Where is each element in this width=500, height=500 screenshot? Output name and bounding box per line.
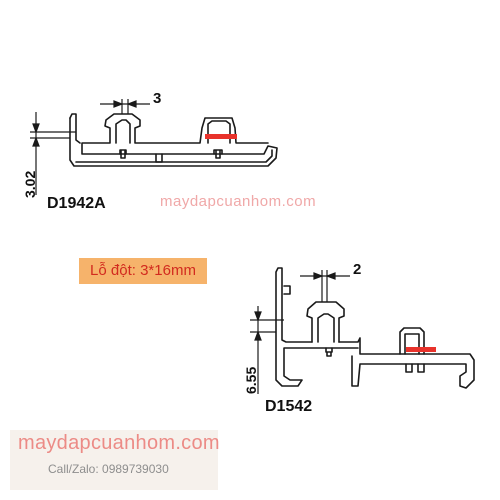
profile-d1942a-left-leg xyxy=(69,113,81,144)
brand-contact: Call/Zalo: 0989739030 xyxy=(48,462,169,476)
punch-size-badge: Lỗ đột: 3*16mm xyxy=(79,258,207,284)
profile-d1942a-inner-wall xyxy=(75,149,273,163)
punch-mark-d1942a xyxy=(205,134,237,139)
profile-d1942a xyxy=(69,113,278,167)
dimension-height-d1542 xyxy=(250,306,284,394)
dimension-width-label-d1542: 2 xyxy=(353,261,361,278)
profile-d1542-clip xyxy=(306,301,345,343)
profile-code-d1942a: D1942A xyxy=(47,195,106,212)
brand-name: maydapcuanhom.com xyxy=(18,432,220,454)
profile-d1542-rib-2 xyxy=(405,363,425,373)
profile-d1542-rib-1 xyxy=(325,347,333,357)
profile-d1542 xyxy=(275,267,475,389)
profile-d1942a-left-clip xyxy=(115,119,131,144)
profile-d1942a-outline xyxy=(69,113,278,167)
dimension-width-label-d1942a: 3 xyxy=(153,90,161,107)
profile-code-d1542: D1542 xyxy=(265,398,312,415)
profile-d1942a-right-rib xyxy=(213,149,223,159)
dimension-width-d1542 xyxy=(300,270,350,302)
dimension-width-d1942a xyxy=(100,99,150,114)
profile-d1942a-rib-1 xyxy=(119,149,127,159)
profile-d1542-mid-wall xyxy=(338,337,475,389)
watermark-text: maydapcuanhom.com xyxy=(160,193,317,210)
profile-d1542-top-tab xyxy=(283,285,291,295)
dimension-height-label-d1542: 6.55 xyxy=(243,367,259,394)
profile-d1942a-rib-2 xyxy=(155,153,163,163)
dimension-height-d1942a xyxy=(30,112,76,195)
dimension-height-label-d1942a: 3.02 xyxy=(22,171,38,198)
profile-d1942a-right-clip xyxy=(207,120,231,144)
punch-mark-d1542 xyxy=(406,347,436,352)
profile-d1542-right-clip xyxy=(399,327,425,355)
profile-d1542-left-leg xyxy=(275,267,359,387)
brand-box: maydapcuanhom.com Call/Zalo: 0989739030 xyxy=(10,430,220,490)
